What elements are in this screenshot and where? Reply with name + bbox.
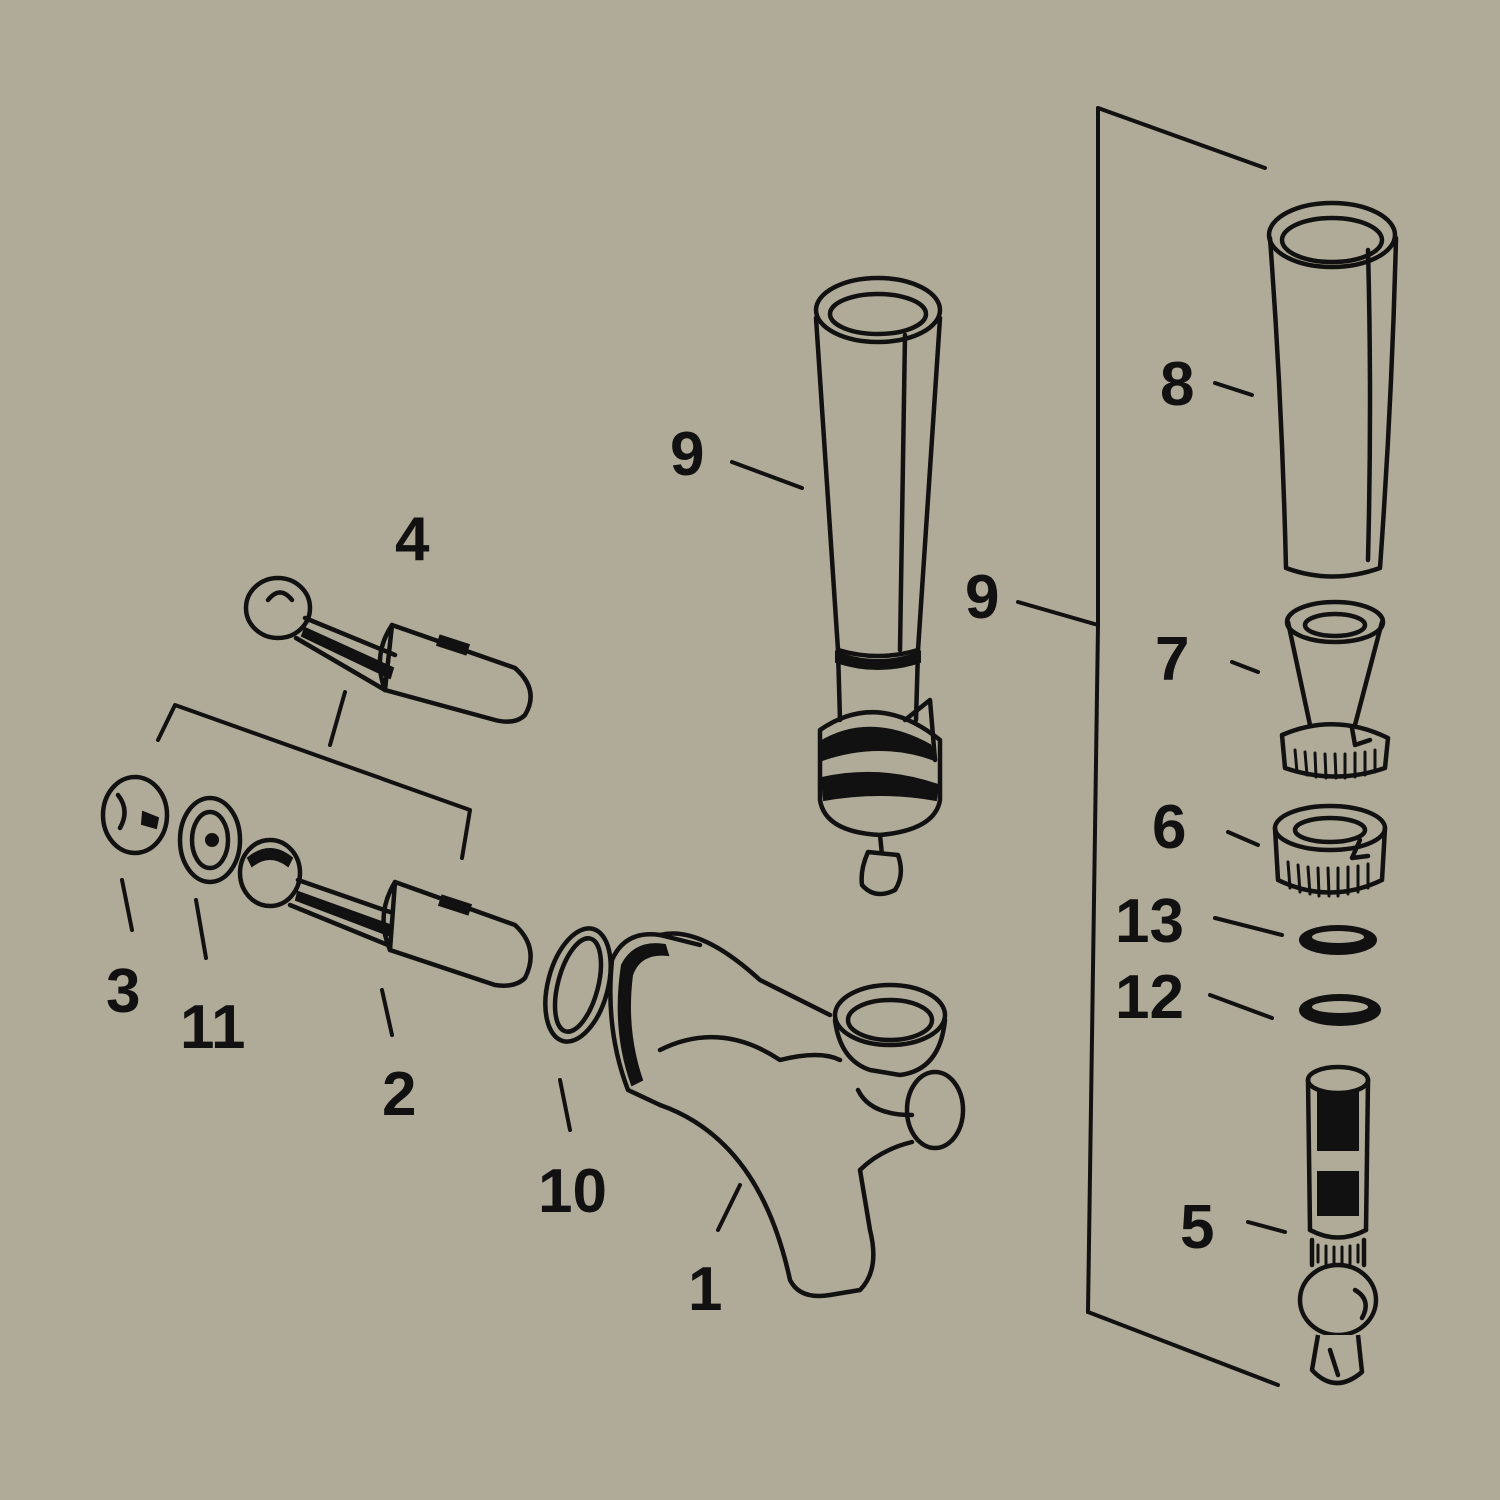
callout-6: 6: [1152, 793, 1186, 862]
shaft-part-4: [243, 575, 533, 724]
callout-9-left: 9: [670, 420, 704, 489]
ferrule-part-7: [1279, 599, 1391, 780]
callout-11: 11: [180, 993, 246, 1062]
callout-2: 2: [382, 1060, 416, 1129]
cap-part-3: [100, 774, 170, 856]
callout-13: 13: [1115, 887, 1184, 956]
lever-part-5: [1297, 1064, 1379, 1386]
faucet-body-part-1: [608, 931, 966, 1299]
callout-12: 12: [1115, 963, 1184, 1032]
washer-part-12: [1299, 994, 1381, 1026]
callout-3: 3: [106, 957, 140, 1026]
o-ring-part-10: [543, 926, 613, 1044]
callout-10: 10: [538, 1157, 607, 1226]
callout-7: 7: [1155, 625, 1189, 694]
callout-4: 4: [395, 505, 430, 574]
callout-9-right: 9: [965, 563, 999, 632]
shaft-part-2: [237, 837, 533, 988]
collar-nut-part-6: [1272, 803, 1388, 898]
washer-part-11: [177, 795, 243, 885]
assembled-handle-part-9: [813, 275, 943, 897]
callout-5: 5: [1180, 1193, 1214, 1262]
callout-8: 8: [1160, 350, 1194, 419]
leader-lines: [120, 106, 1287, 1387]
washer-part-13: [1299, 925, 1377, 955]
callout-1: 1: [688, 1255, 722, 1324]
handle-part-8: [1266, 200, 1399, 579]
